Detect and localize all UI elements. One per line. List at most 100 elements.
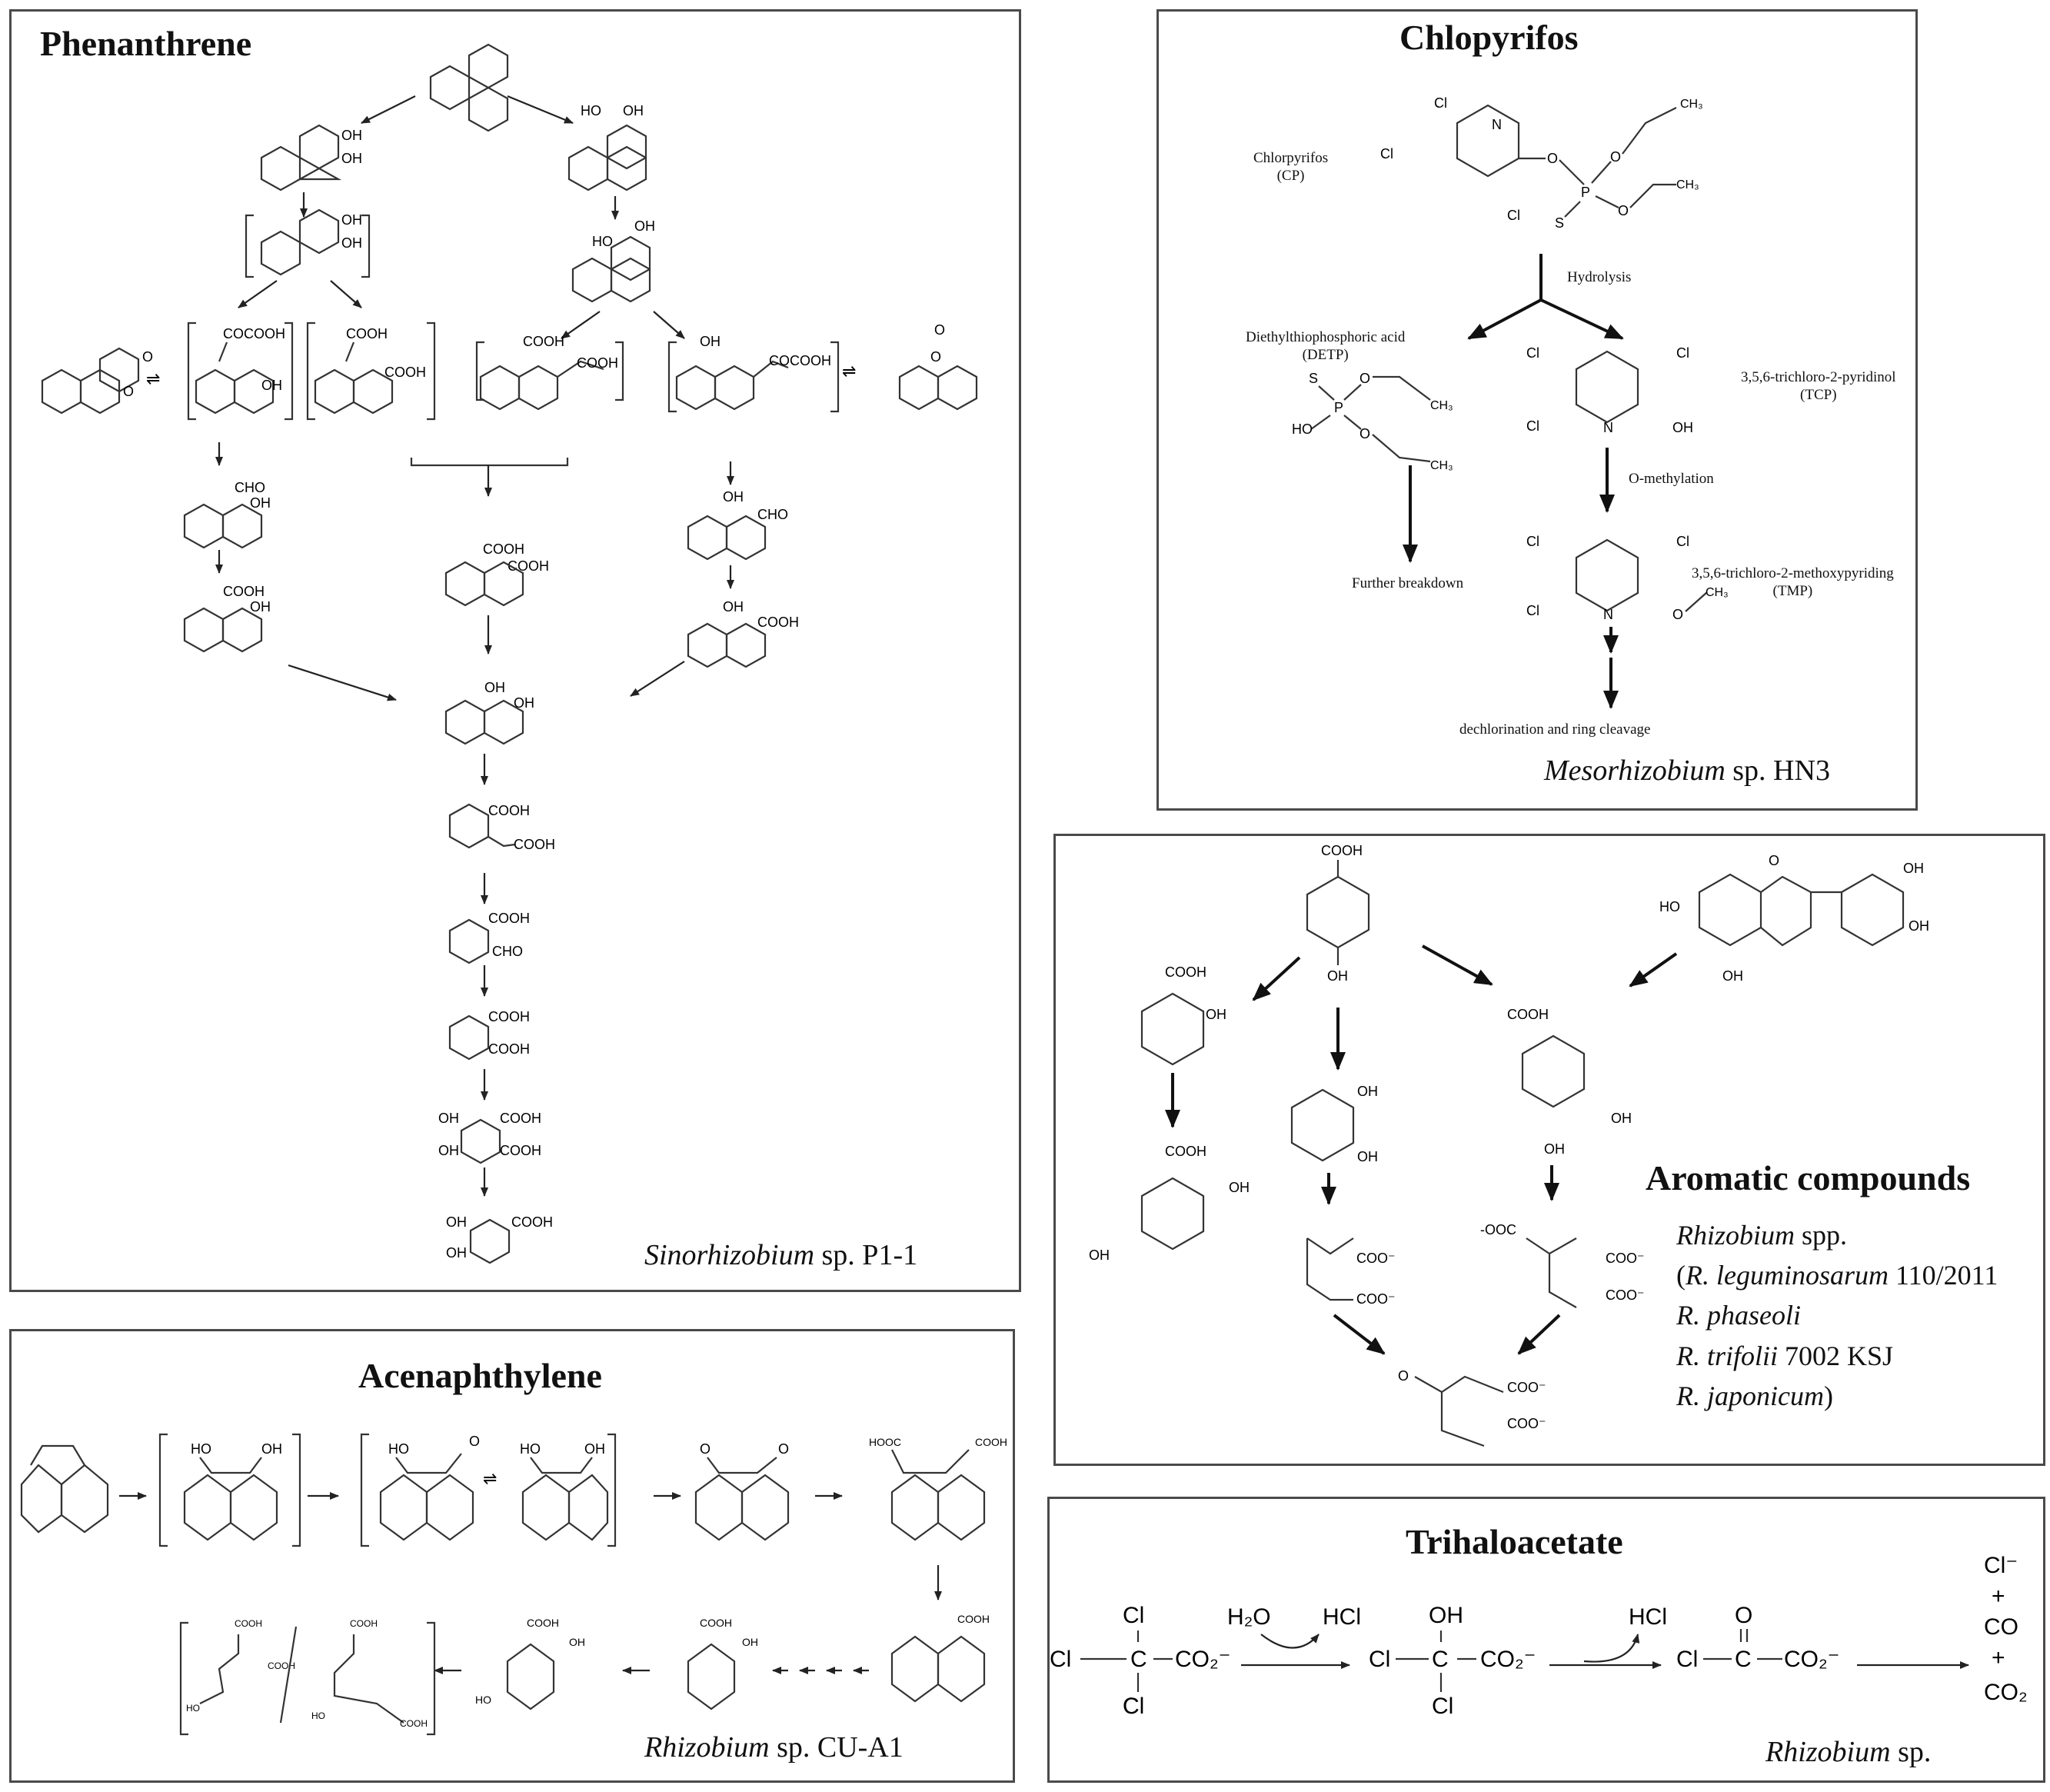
svg-text:N: N: [1603, 607, 1613, 622]
svg-text:C: C: [1735, 1647, 1752, 1672]
svg-text:S: S: [1309, 371, 1318, 386]
svg-text:CH₃: CH₃: [1706, 586, 1729, 599]
chlorpyrifos-organism-strain: sp. HN3: [1725, 754, 1830, 787]
svg-text:OH: OH: [1903, 861, 1924, 876]
aromatic-strain-list: Rhizobium spp. (R. leguminosarum 110/201…: [1676, 1215, 1998, 1416]
svg-text:O: O: [1547, 151, 1558, 166]
equilibrium-icon: ⇌: [483, 1469, 497, 1488]
svg-text:OH: OH: [261, 378, 282, 393]
svg-text:HO: HO: [1292, 421, 1313, 437]
muconate: COO⁻ COO⁻: [1306, 1237, 1396, 1307]
svg-text:OH: OH: [569, 1636, 585, 1648]
svg-text:COO⁻: COO⁻: [1606, 1287, 1645, 1303]
catechol: OH OH: [1290, 1084, 1378, 1164]
svg-text:OH: OH: [1229, 1180, 1250, 1195]
arrow-icon: [361, 95, 416, 124]
detp-abbr: (DETP): [1302, 346, 1349, 363]
svg-text:CH₃: CH₃: [1680, 98, 1703, 111]
svg-text:N: N: [1492, 117, 1502, 132]
svg-text:OH: OH: [341, 151, 362, 166]
svg-text:OH: OH: [446, 1245, 467, 1261]
hydroxybenzoic-acid: COOH OH: [1306, 843, 1370, 984]
acenaphthylene-panel: [9, 1329, 1015, 1783]
svg-text:COOH: COOH: [1507, 1007, 1549, 1022]
svg-text:COOH: COOH: [235, 1618, 262, 1629]
svg-text:OH: OH: [1429, 1603, 1463, 1628]
svg-text:O: O: [930, 349, 941, 365]
svg-text:P: P: [1334, 400, 1343, 415]
trihaloacetate-organism-genus: Rhizobium: [1765, 1736, 1891, 1768]
svg-text:OH: OH: [723, 599, 744, 615]
svg-text:COOH: COOH: [223, 584, 265, 599]
naphthoic-acid: COOH: [890, 1613, 990, 1703]
benzocoumarin-right: O O: [898, 322, 978, 411]
svg-text:COO⁻: COO⁻: [1507, 1416, 1546, 1431]
svg-text:Cl: Cl: [1123, 1694, 1144, 1719]
svg-text:OH: OH: [438, 1143, 459, 1158]
svg-text:OH: OH: [742, 1636, 758, 1648]
strain-japonicum: R. japonicum): [1676, 1380, 1833, 1411]
dihydroxyphthalic-acid: OH OH COOH COOH: [438, 1111, 541, 1164]
svg-text:Cl: Cl: [1434, 95, 1447, 111]
svg-text:COO⁻: COO⁻: [1356, 1291, 1396, 1307]
arrow-icon: [507, 95, 574, 125]
svg-text:COOH: COOH: [483, 541, 524, 557]
svg-text:COOH: COOH: [488, 1009, 530, 1024]
svg-text:COCOOH: COCOOH: [769, 353, 831, 368]
carboxyvinyl-naphthoic-acid: COOH COOH: [475, 334, 624, 411]
benzocoumarin-left: O O: [41, 347, 153, 415]
svg-text:COOH: COOH: [500, 1143, 541, 1158]
svg-text:O: O: [469, 1434, 480, 1449]
svg-text:OH: OH: [1206, 1007, 1226, 1022]
svg-text:CHO: CHO: [492, 944, 523, 959]
hydroxy-naphthoic-acid: COOH OH: [183, 584, 271, 653]
tcp-structure: Cl Cl Cl N OH: [1526, 345, 1693, 435]
gentisic-acid-acenaphthylene: COOH OH HO: [475, 1617, 585, 1710]
svg-text:Cl: Cl: [1526, 534, 1539, 549]
svg-text:HO: HO: [592, 234, 613, 249]
strain-rhizobium: Rhizobium spp.: [1676, 1220, 1848, 1251]
trihaloacetate-panel: [1047, 1497, 2045, 1783]
svg-text:+: +: [1992, 1645, 2005, 1670]
chlorpyrifos-structure: N Cl Cl Cl O P O CH₃ O CH₃ S: [1380, 95, 1703, 231]
svg-text:S: S: [1555, 215, 1564, 231]
svg-text:COOH: COOH: [514, 837, 555, 852]
tmp-label: 3,5,6-trichloro-2-methoxypyriding (TMP): [1692, 565, 1894, 601]
svg-text:CHO: CHO: [235, 480, 265, 495]
svg-text:C: C: [1123, 1694, 1140, 1719]
detp-structure: S P O CH₃ HO O CH₃: [1292, 371, 1453, 472]
svg-text:COOH: COOH: [1321, 843, 1363, 858]
svg-text:H₂O: H₂O: [1227, 1604, 1271, 1630]
svg-text:COOH: COOH: [488, 1041, 530, 1057]
acenaphthene-diol: HO OH: [158, 1433, 301, 1547]
trihaloacetate-organism: Rhizobium sp.: [1765, 1735, 1931, 1769]
catechin: HO O OH OH OH: [1659, 853, 1929, 984]
svg-text:COOH: COOH: [384, 365, 426, 380]
aromatic-pathway: COOH OH HO O OH OH OH COOH OH COOH OH OH…: [1089, 843, 1929, 1447]
chlorpyrifos-title: Chlopyrifos: [1399, 18, 1579, 57]
svg-text:OH: OH: [1611, 1111, 1632, 1126]
acenaphthenequinone: O O: [694, 1441, 790, 1541]
svg-text:OH: OH: [484, 680, 505, 695]
svg-text:OH: OH: [634, 218, 655, 234]
svg-text:OH: OH: [261, 1441, 282, 1457]
chlorpyrifos-organism: Mesorhizobium sp. HN3: [1544, 754, 1830, 788]
acenaphthylene-organism-genus: Rhizobium: [644, 1731, 770, 1764]
strain-trifolii: R. trifolii 7002 KSJ: [1676, 1340, 1894, 1371]
svg-text:CH₃: CH₃: [1676, 178, 1699, 192]
svg-text:O: O: [1359, 371, 1370, 386]
svg-text:Cl: Cl: [1526, 418, 1539, 434]
svg-text:Cl: Cl: [1432, 1694, 1453, 1719]
svg-text:O: O: [1769, 853, 1779, 868]
trihaloacetate-structure: Cl Cl C C C CO₂⁻ . Cl: [1050, 1603, 1230, 1719]
svg-text:OH: OH: [1722, 968, 1743, 984]
svg-text:OH: OH: [1909, 918, 1929, 934]
svg-text:HO: HO: [475, 1694, 491, 1706]
protocatechuic-acid: OH OH COOH: [446, 1214, 553, 1264]
svg-text:Cl: Cl: [1676, 345, 1689, 361]
svg-text:COOH: COOH: [957, 1613, 990, 1625]
svg-text:HO: HO: [581, 103, 601, 118]
svg-text:COO⁻: COO⁻: [1356, 1251, 1396, 1266]
svg-text:O: O: [1398, 1368, 1409, 1384]
